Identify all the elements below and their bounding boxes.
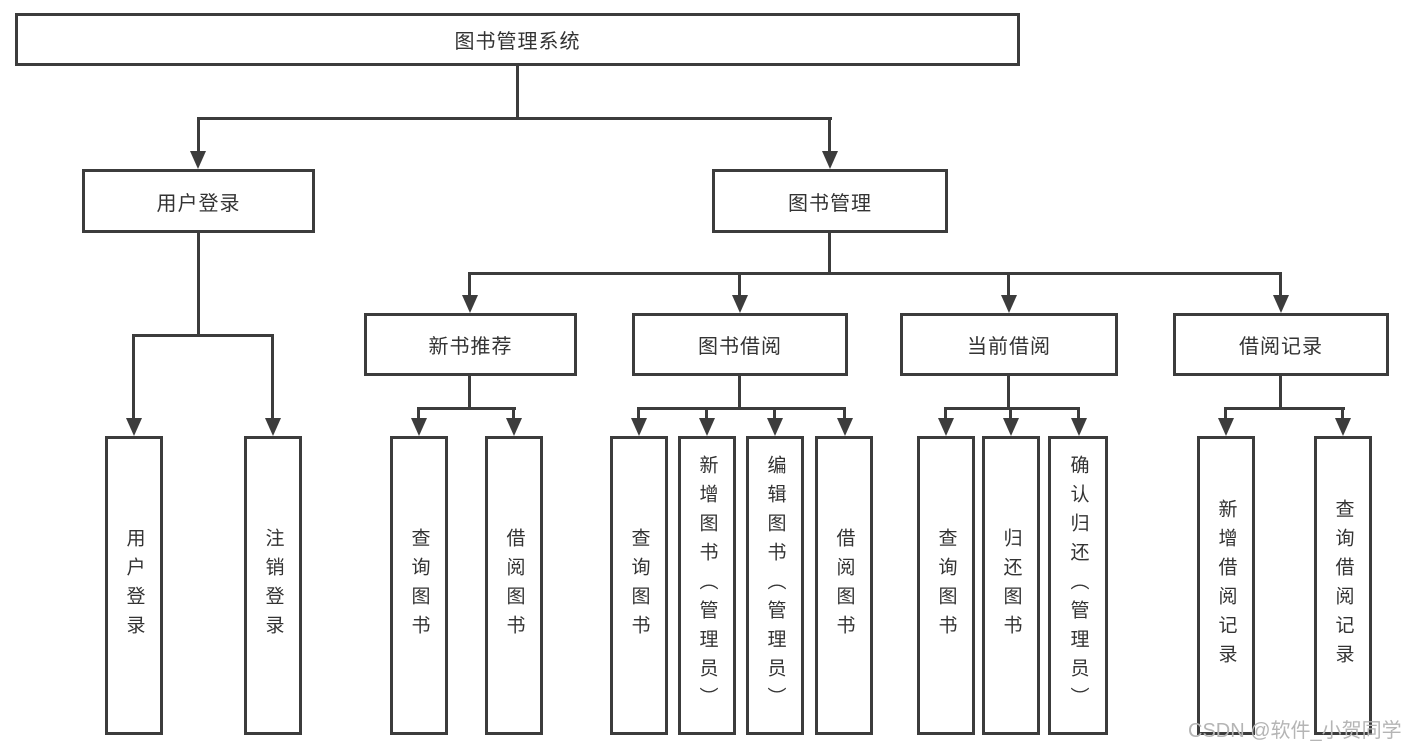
node-borrowing-records: 借阅记录: [1173, 313, 1389, 376]
node-new-book-recommendation: 新书推荐: [364, 313, 577, 376]
arrowhead-down-icon: [1071, 418, 1087, 436]
connector: [1007, 376, 1010, 409]
connector: [828, 117, 831, 151]
leaf-logout: 注销登录: [244, 436, 302, 735]
leaf-add-borrowing-record: 新增借阅记录: [1197, 436, 1255, 735]
node-book-management: 图书管理: [712, 169, 948, 233]
arrowhead-down-icon: [767, 418, 783, 436]
connector: [197, 117, 200, 151]
connector: [1279, 376, 1282, 409]
connector: [944, 407, 947, 418]
connector: [1279, 272, 1282, 295]
leaf-borrow-books-recommend: 借阅图书: [485, 436, 543, 735]
connector: [197, 117, 832, 120]
connector: [944, 407, 1080, 410]
arrowhead-down-icon: [462, 295, 478, 313]
connector: [738, 272, 741, 295]
leaf-edit-books-admin: 编辑图书（管理员）: [746, 436, 804, 735]
leaf-query-books-recommend: 查询图书: [390, 436, 448, 735]
connector: [1009, 407, 1012, 418]
leaf-add-books-admin: 新增图书（管理员）: [678, 436, 736, 735]
arrowhead-down-icon: [837, 418, 853, 436]
connector: [132, 334, 274, 337]
watermark: CSDN @软件_小贺同学: [1188, 720, 1402, 742]
connector: [468, 272, 1282, 275]
arrowhead-down-icon: [1003, 418, 1019, 436]
connector: [132, 334, 135, 418]
arrowhead-down-icon: [631, 418, 647, 436]
leaf-user-login: 用户登录: [105, 436, 163, 735]
connector: [512, 407, 515, 418]
connector: [468, 376, 471, 409]
arrowhead-down-icon: [190, 151, 206, 169]
node-user-login: 用户登录: [82, 169, 315, 233]
connector: [197, 233, 200, 337]
node-book-borrowing: 图书借阅: [632, 313, 848, 376]
connector: [417, 407, 516, 410]
leaf-query-books-borrowing: 查询图书: [610, 436, 668, 735]
connector: [1224, 407, 1227, 418]
arrowhead-down-icon: [1218, 418, 1234, 436]
leaf-query-books-current: 查询图书: [917, 436, 975, 735]
connector: [417, 407, 420, 418]
connector: [705, 407, 708, 418]
arrowhead-down-icon: [411, 418, 427, 436]
arrowhead-down-icon: [1001, 295, 1017, 313]
node-library-management-system: 图书管理系统: [15, 13, 1020, 66]
arrowhead-down-icon: [506, 418, 522, 436]
leaf-borrow-books: 借阅图书: [815, 436, 873, 735]
connector: [637, 407, 846, 410]
arrowhead-down-icon: [1335, 418, 1351, 436]
connector: [1224, 407, 1345, 410]
node-current-borrowing: 当前借阅: [900, 313, 1118, 376]
connector: [1007, 272, 1010, 295]
arrowhead-down-icon: [126, 418, 142, 436]
connector: [637, 407, 640, 418]
connector: [1341, 407, 1344, 418]
leaf-query-borrowing-record: 查询借阅记录: [1314, 436, 1372, 735]
connector: [468, 272, 471, 295]
connector: [1077, 407, 1080, 418]
connector: [738, 376, 741, 409]
connector: [516, 66, 519, 118]
arrowhead-down-icon: [265, 418, 281, 436]
connector: [271, 334, 274, 418]
arrowhead-down-icon: [822, 151, 838, 169]
connector: [843, 407, 846, 418]
leaf-return-books: 归还图书: [982, 436, 1040, 735]
arrowhead-down-icon: [732, 295, 748, 313]
leaf-confirm-return-admin: 确认归还（管理员）: [1048, 436, 1108, 735]
connector: [828, 233, 831, 274]
connector: [773, 407, 776, 418]
arrowhead-down-icon: [699, 418, 715, 436]
arrowhead-down-icon: [1273, 295, 1289, 313]
arrowhead-down-icon: [938, 418, 954, 436]
